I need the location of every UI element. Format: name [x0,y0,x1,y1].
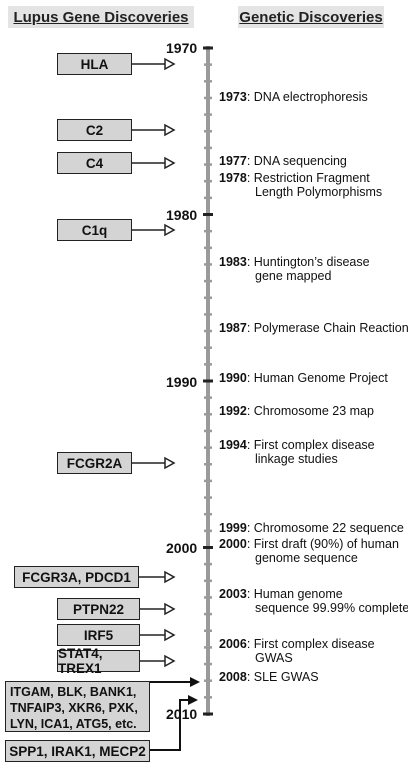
gene-box-c2: C2 [57,119,132,141]
gene-arrow-head [164,456,176,470]
gene-box-hla: HLA [57,53,132,75]
timeline-ticks [203,46,213,716]
gwas-loci-line3: LYN, ICA1, ATG5, etc. [10,717,137,731]
event-1992: 1992: Chromosome 23 map [219,404,374,418]
gene-arrow-head [164,602,176,616]
gene-box-stat4-trex1: STAT4, TREX1 [57,646,140,676]
gene-arrow-head [164,654,176,668]
gene-arrow-head [164,223,176,237]
gene-arrow-head [164,123,176,137]
gene-arrow-line [150,699,190,751]
gwas-loci-line2: TNFAIP3, XKR6, PXK, [10,701,138,715]
gene-box-gwas-loci: ITGAM, BLK, BANK1, TNFAIP3, XKR6, PXK, L… [5,681,150,732]
event-1987: 1987: Polymerase Chain Reaction [219,321,408,335]
gene-arrow-head [164,57,176,71]
gwas-loci-line1: ITGAM, BLK, BANK1, [10,685,137,699]
gene-arrow-head [190,677,200,687]
decade-2000: 2000 [166,540,198,556]
decade-1970: 1970 [166,40,198,56]
event-2008: 2008: SLE GWAS [219,670,319,684]
gene-arrow-head [164,628,176,642]
event-1999: 1999: Chromosome 22 sequence [219,521,404,535]
decade-2010: 2010 [166,706,198,722]
gene-arrow-head [188,695,198,705]
gene-box-c1q: C1q [57,219,132,241]
gene-box-fcgr3a-pdcd1: FCGR3A, PDCD1 [14,566,139,588]
event-1977: 1977: DNA sequencing [219,154,347,168]
event-1990: 1990: Human Genome Project [219,371,388,385]
decade-1990: 1990 [166,374,198,390]
gene-box-fcgr2a: FCGR2A [57,452,132,474]
gene-arrows [132,57,200,751]
gene-box-c4: C4 [57,152,132,174]
event-1973: 1973: DNA electrophoresis [219,90,368,104]
gene-box-ptpn22: PTPN22 [57,598,140,620]
gene-box-spp1-irak1-mecp2: SPP1, IRAK1, MECP2 [5,740,150,762]
lupus-gene-header: Lupus Gene Discoveries [8,6,194,28]
gene-box-irf5: IRF5 [57,624,140,646]
decade-1980: 1980 [166,207,198,223]
gene-arrow-head [164,570,176,584]
gene-arrow-head [164,156,176,170]
genetic-discoveries-header: Genetic Discoveries [238,6,384,28]
